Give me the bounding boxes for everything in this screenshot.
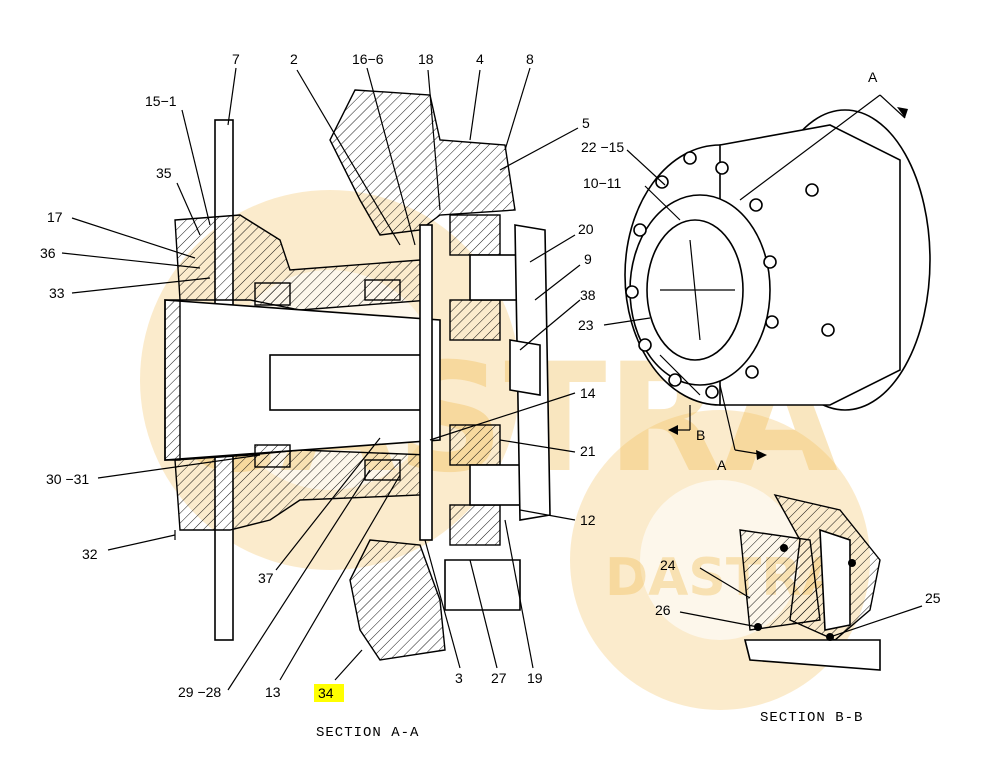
callout-29-28: 29 −28	[178, 684, 221, 700]
callout-26: 26	[655, 602, 671, 618]
callout-24: 24	[660, 557, 676, 573]
callout-27: 27	[491, 670, 507, 686]
callout-3: 3	[455, 670, 463, 686]
callout-20: 20	[578, 221, 594, 237]
callout-30-31: 30 −31	[46, 471, 89, 487]
callout-36: 36	[40, 245, 56, 261]
callout-9: 9	[584, 251, 592, 267]
callout-18: 18	[418, 51, 434, 67]
hub-bolts	[625, 151, 835, 399]
section-bb-drawing	[739, 493, 881, 671]
callout-21: 21	[580, 443, 596, 459]
callout-23: 23	[578, 317, 594, 333]
marker-b: B	[696, 427, 705, 443]
hub-3d-view	[624, 94, 931, 460]
callout-32: 32	[82, 546, 98, 562]
callout-37: 37	[258, 570, 274, 586]
callout-12: 12	[580, 512, 596, 528]
callout-10-11: 10−11	[583, 175, 621, 191]
callout-13: 13	[265, 684, 281, 700]
callout-35: 35	[156, 165, 172, 181]
callout-38: 38	[580, 287, 596, 303]
callout-19: 19	[527, 670, 543, 686]
callout-16-6: 16−6	[352, 51, 384, 67]
callout-15-1: 15−1	[145, 93, 177, 109]
callout-25: 25	[925, 590, 941, 606]
section-aa-drawing	[164, 89, 551, 661]
callout-22-15: 22 −15	[581, 139, 624, 155]
callout-34: 34	[318, 685, 334, 701]
callout-33: 33	[49, 285, 65, 301]
callout-2: 2	[290, 51, 298, 67]
marker-a-top: A	[868, 69, 878, 85]
callout-4: 4	[476, 51, 484, 67]
callout-14: 14	[580, 385, 596, 401]
callout-7: 7	[232, 51, 240, 67]
marker-a-bottom: A	[717, 457, 727, 473]
section-bb-title: SECTION B-B	[760, 710, 863, 726]
callout-5: 5	[582, 115, 590, 131]
leader-lines	[61, 67, 923, 691]
callout-labels: 7 2 16−6 18 4 8 15−1 5 35 17 36 33 20 9 …	[40, 51, 941, 702]
callout-17: 17	[47, 209, 63, 225]
section-aa-title: SECTION A-A	[316, 725, 419, 741]
callout-34-highlight	[314, 684, 344, 702]
callout-8: 8	[526, 51, 534, 67]
